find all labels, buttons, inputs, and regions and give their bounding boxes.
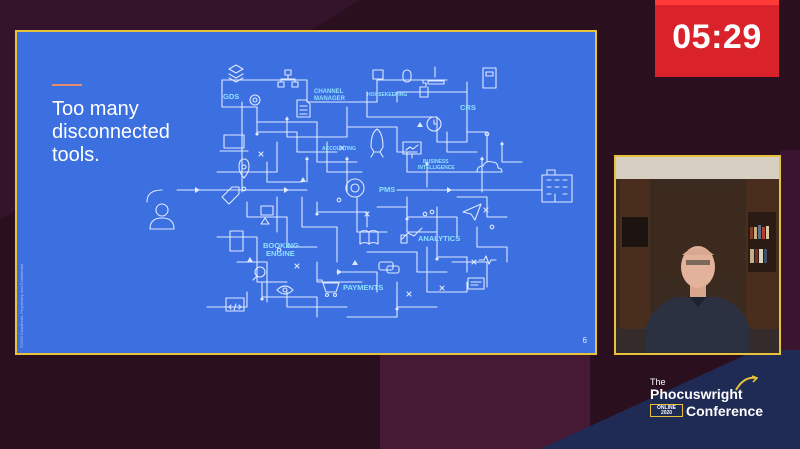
slide-title: Too many disconnected tools. [52,98,212,167]
slide-title-line: tools. [52,144,100,166]
phocuswright-logo: The Phocuswright ONLINE 2020 Conference [650,374,770,424]
presentation-slide: Too many disconnected tools. GDS CHANNEL… [15,30,597,355]
slide-title-line: disconnected [52,121,170,143]
label-booking-engine-2: ENGINE [266,249,295,258]
label-analytics: ANALYTICS [418,234,461,243]
timer-value: 05:29 [672,18,762,56]
slide-page-number: 6 [582,336,587,345]
logo-name: Phocuswright [650,386,743,402]
label-booking-engine-1: BOOKING [263,241,299,250]
background-shape [780,150,800,350]
label-housekeeping: HOUSEKEEPING [367,92,408,98]
label-channel-manager-1: CHANNEL [314,89,344,95]
logo-badge-line: ONLINE [657,404,676,411]
title-accent-line [52,84,82,86]
slide-copyright: ©2020 Cloudbeds. Proprietary and Confide… [19,263,24,348]
label-business-intelligence-2: INTELLIGENCE [418,165,455,171]
countdown-timer: 05:29 [655,0,779,77]
label-business-intelligence-1: BUSINESS [423,159,449,165]
presenter-video [616,157,779,353]
label-accounting: ACCOUNTING [322,146,356,152]
label-crs: CRS [460,103,476,112]
systems-network-diagram [146,64,573,318]
logo-online-badge: ONLINE 2020 [650,404,683,417]
label-pms: PMS [379,185,396,194]
label-payments: PAYMENTS [343,283,384,292]
presenter-webcam [614,155,781,355]
label-gds: GDS [223,92,240,101]
swoosh-icon [735,375,758,391]
timer-accent-strip [655,0,779,5]
label-channel-manager-2: MANAGER [314,96,345,102]
logo-the: The [650,377,666,387]
slide-title-line: Too many [52,98,139,120]
logo-badge-line: 2020 [660,410,673,416]
logo-conference: Conference [686,403,764,419]
